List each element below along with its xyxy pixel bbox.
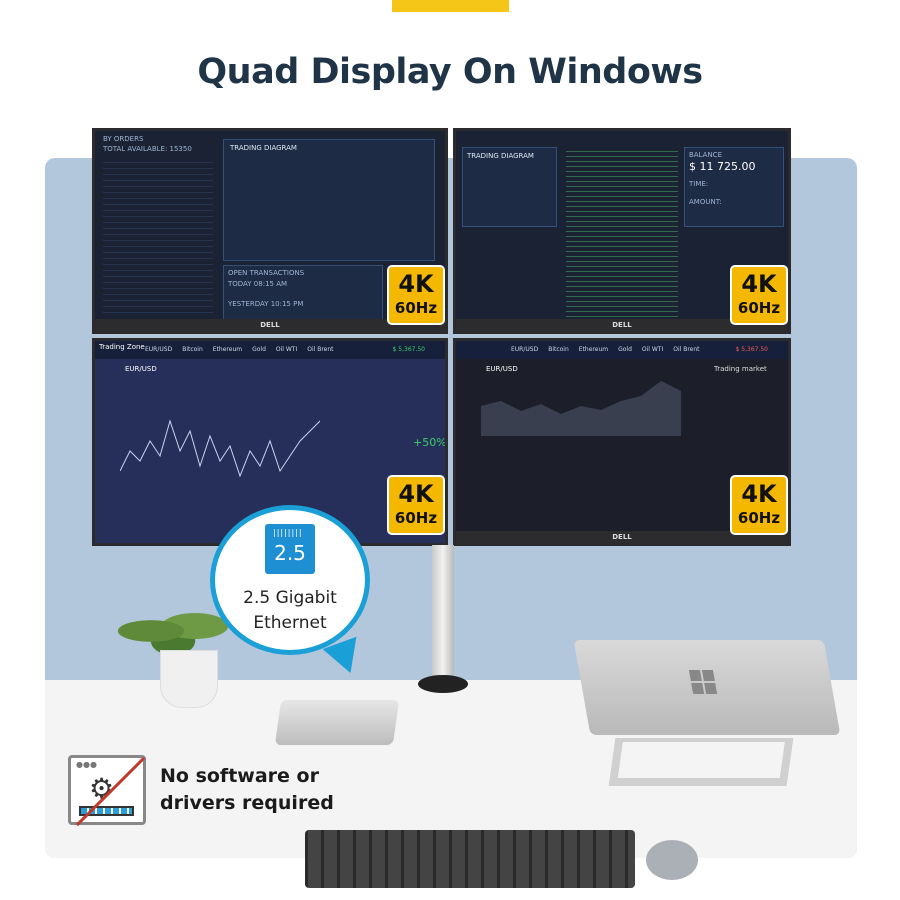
callout-text: 2.5 Gigabit <box>243 588 337 608</box>
keyboard <box>305 830 635 888</box>
monitor-brand: DELL <box>95 319 445 331</box>
monitor-stand-base <box>418 675 468 693</box>
monitor-bottom-right: EUR/USD Bitcoin Ethereum Gold Oil WTI Oi… <box>453 338 791 546</box>
monitor-brand: DELL <box>456 319 788 331</box>
tab-bitcoin[interactable]: Bitcoin <box>548 346 569 353</box>
windows-logo-icon <box>688 670 718 694</box>
tab-ethereum[interactable]: Ethereum <box>578 346 609 353</box>
balance-value: $ 11 725.00 <box>689 160 756 173</box>
tab-bitcoin[interactable]: Bitcoin <box>182 346 203 353</box>
time-label: TIME: <box>689 180 709 188</box>
chart-symbol: EUR/USD <box>125 365 157 373</box>
no-software-icon: ●●●⚙ <box>68 755 146 827</box>
transaction-time: YESTERDAY 10:15 PM <box>228 300 304 308</box>
tab-gold[interactable]: Gold <box>618 346 632 353</box>
order-book <box>566 147 678 319</box>
laptop <box>573 640 841 735</box>
chart-symbol: EUR/USD <box>486 365 518 373</box>
ethernet-port-icon: ||||||||2.5 <box>265 524 315 574</box>
tab-eurusd[interactable]: EUR/USD <box>145 346 173 353</box>
callout-text: Ethernet <box>253 613 327 633</box>
tab-oil-wti[interactable]: Oil WTI <box>275 346 298 353</box>
profit-value: +50% <box>413 436 447 449</box>
transaction-time: TODAY 08:15 AM <box>228 280 288 288</box>
tab-oil-wti[interactable]: Oil WTI <box>641 346 664 353</box>
asset-tabs: EUR/USD Bitcoin Ethereum Gold Oil WTI Oi… <box>95 341 445 359</box>
accent-bar <box>392 0 509 12</box>
monitor-top-right: TRADING DIAGRAM BALANCE $ 11 725.00 TIME… <box>453 128 791 334</box>
side-label: TOTAL AVAILABLE: 15350 <box>103 145 192 153</box>
laptop-stand <box>608 738 794 786</box>
tab-eurusd[interactable]: EUR/USD <box>511 346 539 353</box>
mouse <box>646 840 698 880</box>
plant-leaves <box>118 606 228 656</box>
amount-label: AMOUNT: <box>689 198 722 206</box>
balance: $ 5,367.50 <box>392 346 425 353</box>
trading-diagram-card: TRADING DIAGRAM <box>462 147 557 227</box>
monitor-brand: DELL <box>456 531 788 543</box>
asset-tabs: EUR/USD Bitcoin Ethereum Gold Oil WTI Oi… <box>456 341 788 359</box>
monitor-stand-pole <box>432 545 454 675</box>
transactions-card: OPEN TRANSACTIONS TODAY 08:15 AM YESTERD… <box>223 265 383 321</box>
monitor-top-left: BY ORDERS TOTAL AVAILABLE: 15350 TRADING… <box>92 128 448 334</box>
plant-pot <box>160 650 218 708</box>
balance-label: BALANCE <box>689 151 722 159</box>
card-heading: TRADING DIAGRAM <box>467 152 534 160</box>
tab-oil-brent[interactable]: Oil Brent <box>307 346 334 353</box>
feature-text: No software or drivers required <box>160 763 334 817</box>
tab-gold[interactable]: Gold <box>252 346 266 353</box>
feature-line: No software or <box>160 765 319 787</box>
price-chart <box>120 419 320 478</box>
card-heading: TRADING DIAGRAM <box>230 144 297 152</box>
tab-ethereum[interactable]: Ethereum <box>212 346 243 353</box>
market-heading: Trading market <box>714 365 767 373</box>
app-logo: Trading Zone <box>99 343 145 351</box>
price-chart <box>481 381 681 436</box>
trading-diagram-card: TRADING DIAGRAM <box>223 139 435 261</box>
orders-table <box>103 157 213 313</box>
tab-oil-brent[interactable]: Oil Brent <box>673 346 700 353</box>
balance: $ 5,367.50 <box>735 346 768 353</box>
side-label: BY ORDERS <box>103 135 144 143</box>
card-heading: OPEN TRANSACTIONS <box>228 269 305 277</box>
balance-card: BALANCE $ 11 725.00 TIME: AMOUNT: <box>684 147 784 227</box>
docking-station <box>274 700 400 745</box>
page-title: Quad Display On Windows <box>197 52 703 92</box>
feature-line: drivers required <box>160 792 334 814</box>
